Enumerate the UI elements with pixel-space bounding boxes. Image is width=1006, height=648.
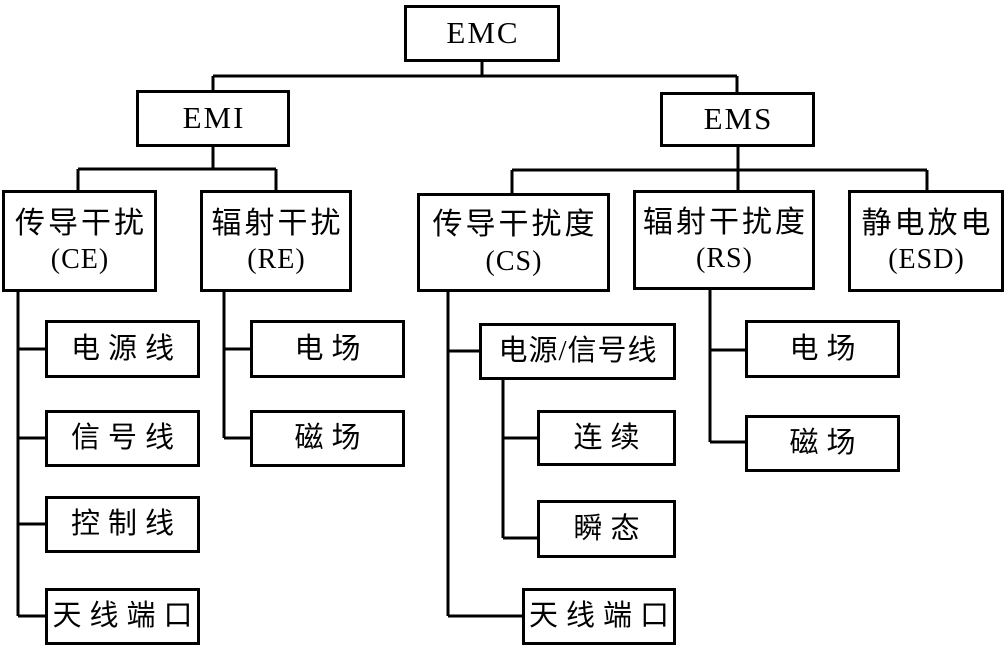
node-ce-antenna-port-label: 天线端口 <box>52 600 201 633</box>
node-ce-antenna-port: 天线端口 <box>45 588 200 645</box>
node-cs-antenna-port: 天线端口 <box>522 588 676 645</box>
node-ems: EMS <box>660 92 815 147</box>
node-cs-antenna-port-label: 天线端口 <box>528 600 677 633</box>
node-re-electric-field: 电场 <box>250 320 405 378</box>
node-rs: 辐射干扰度 (RS) <box>633 190 815 290</box>
node-ce: 传导干扰 (CE) <box>2 190 157 292</box>
node-emc-label: EMC <box>446 15 520 51</box>
node-emc: EMC <box>404 5 560 62</box>
node-rs-label: 辐射干扰度 <box>643 205 808 239</box>
node-rs-electric-field: 电场 <box>745 320 900 378</box>
node-ce-signal-line-label: 信号线 <box>70 422 182 455</box>
node-rs-electric-field-label: 电场 <box>789 332 864 365</box>
node-cs-continuous-label: 连续 <box>573 421 648 454</box>
node-cs-transient-label: 瞬态 <box>573 512 648 545</box>
node-cs-power-signal-line-label: 电源/信号线 <box>498 335 658 368</box>
node-ce-code: (CE) <box>50 244 110 276</box>
node-rs-magnetic-field-label: 磁场 <box>789 427 864 460</box>
node-cs-code: (CS) <box>485 245 543 277</box>
node-re-magnetic-field-label: 磁场 <box>294 422 369 455</box>
node-re: 辐射干扰 (RE) <box>200 190 352 292</box>
node-cs: 传导干扰度 (CS) <box>417 193 610 292</box>
node-esd: 静电放电 (ESD) <box>848 190 1004 292</box>
node-cs-label: 传导干扰度 <box>432 208 598 242</box>
node-emi-label: EMI <box>182 100 246 136</box>
node-ems-label: EMS <box>703 101 774 137</box>
node-emi: EMI <box>136 90 290 147</box>
node-rs-magnetic-field: 磁场 <box>745 415 900 472</box>
node-rs-code: (RS) <box>696 243 753 275</box>
node-re-code: (RE) <box>247 244 306 276</box>
node-ce-label: 传导干扰 <box>15 206 147 240</box>
node-ce-control-line-label: 控制线 <box>70 508 182 541</box>
node-esd-code: (ESD) <box>888 244 965 276</box>
node-cs-transient: 瞬态 <box>537 500 676 558</box>
node-esd-label: 静电放电 <box>861 206 994 240</box>
node-ce-signal-line: 信号线 <box>45 410 200 467</box>
node-ce-power-line-label: 电源线 <box>70 332 182 365</box>
node-re-electric-field-label: 电场 <box>294 332 369 365</box>
node-ce-power-line: 电源线 <box>45 320 200 378</box>
node-re-label: 辐射干扰 <box>211 206 344 240</box>
node-cs-continuous: 连续 <box>537 410 676 466</box>
node-cs-power-signal-line: 电源/信号线 <box>479 323 676 380</box>
node-ce-control-line: 控制线 <box>45 496 200 553</box>
node-re-magnetic-field: 磁场 <box>250 410 405 467</box>
